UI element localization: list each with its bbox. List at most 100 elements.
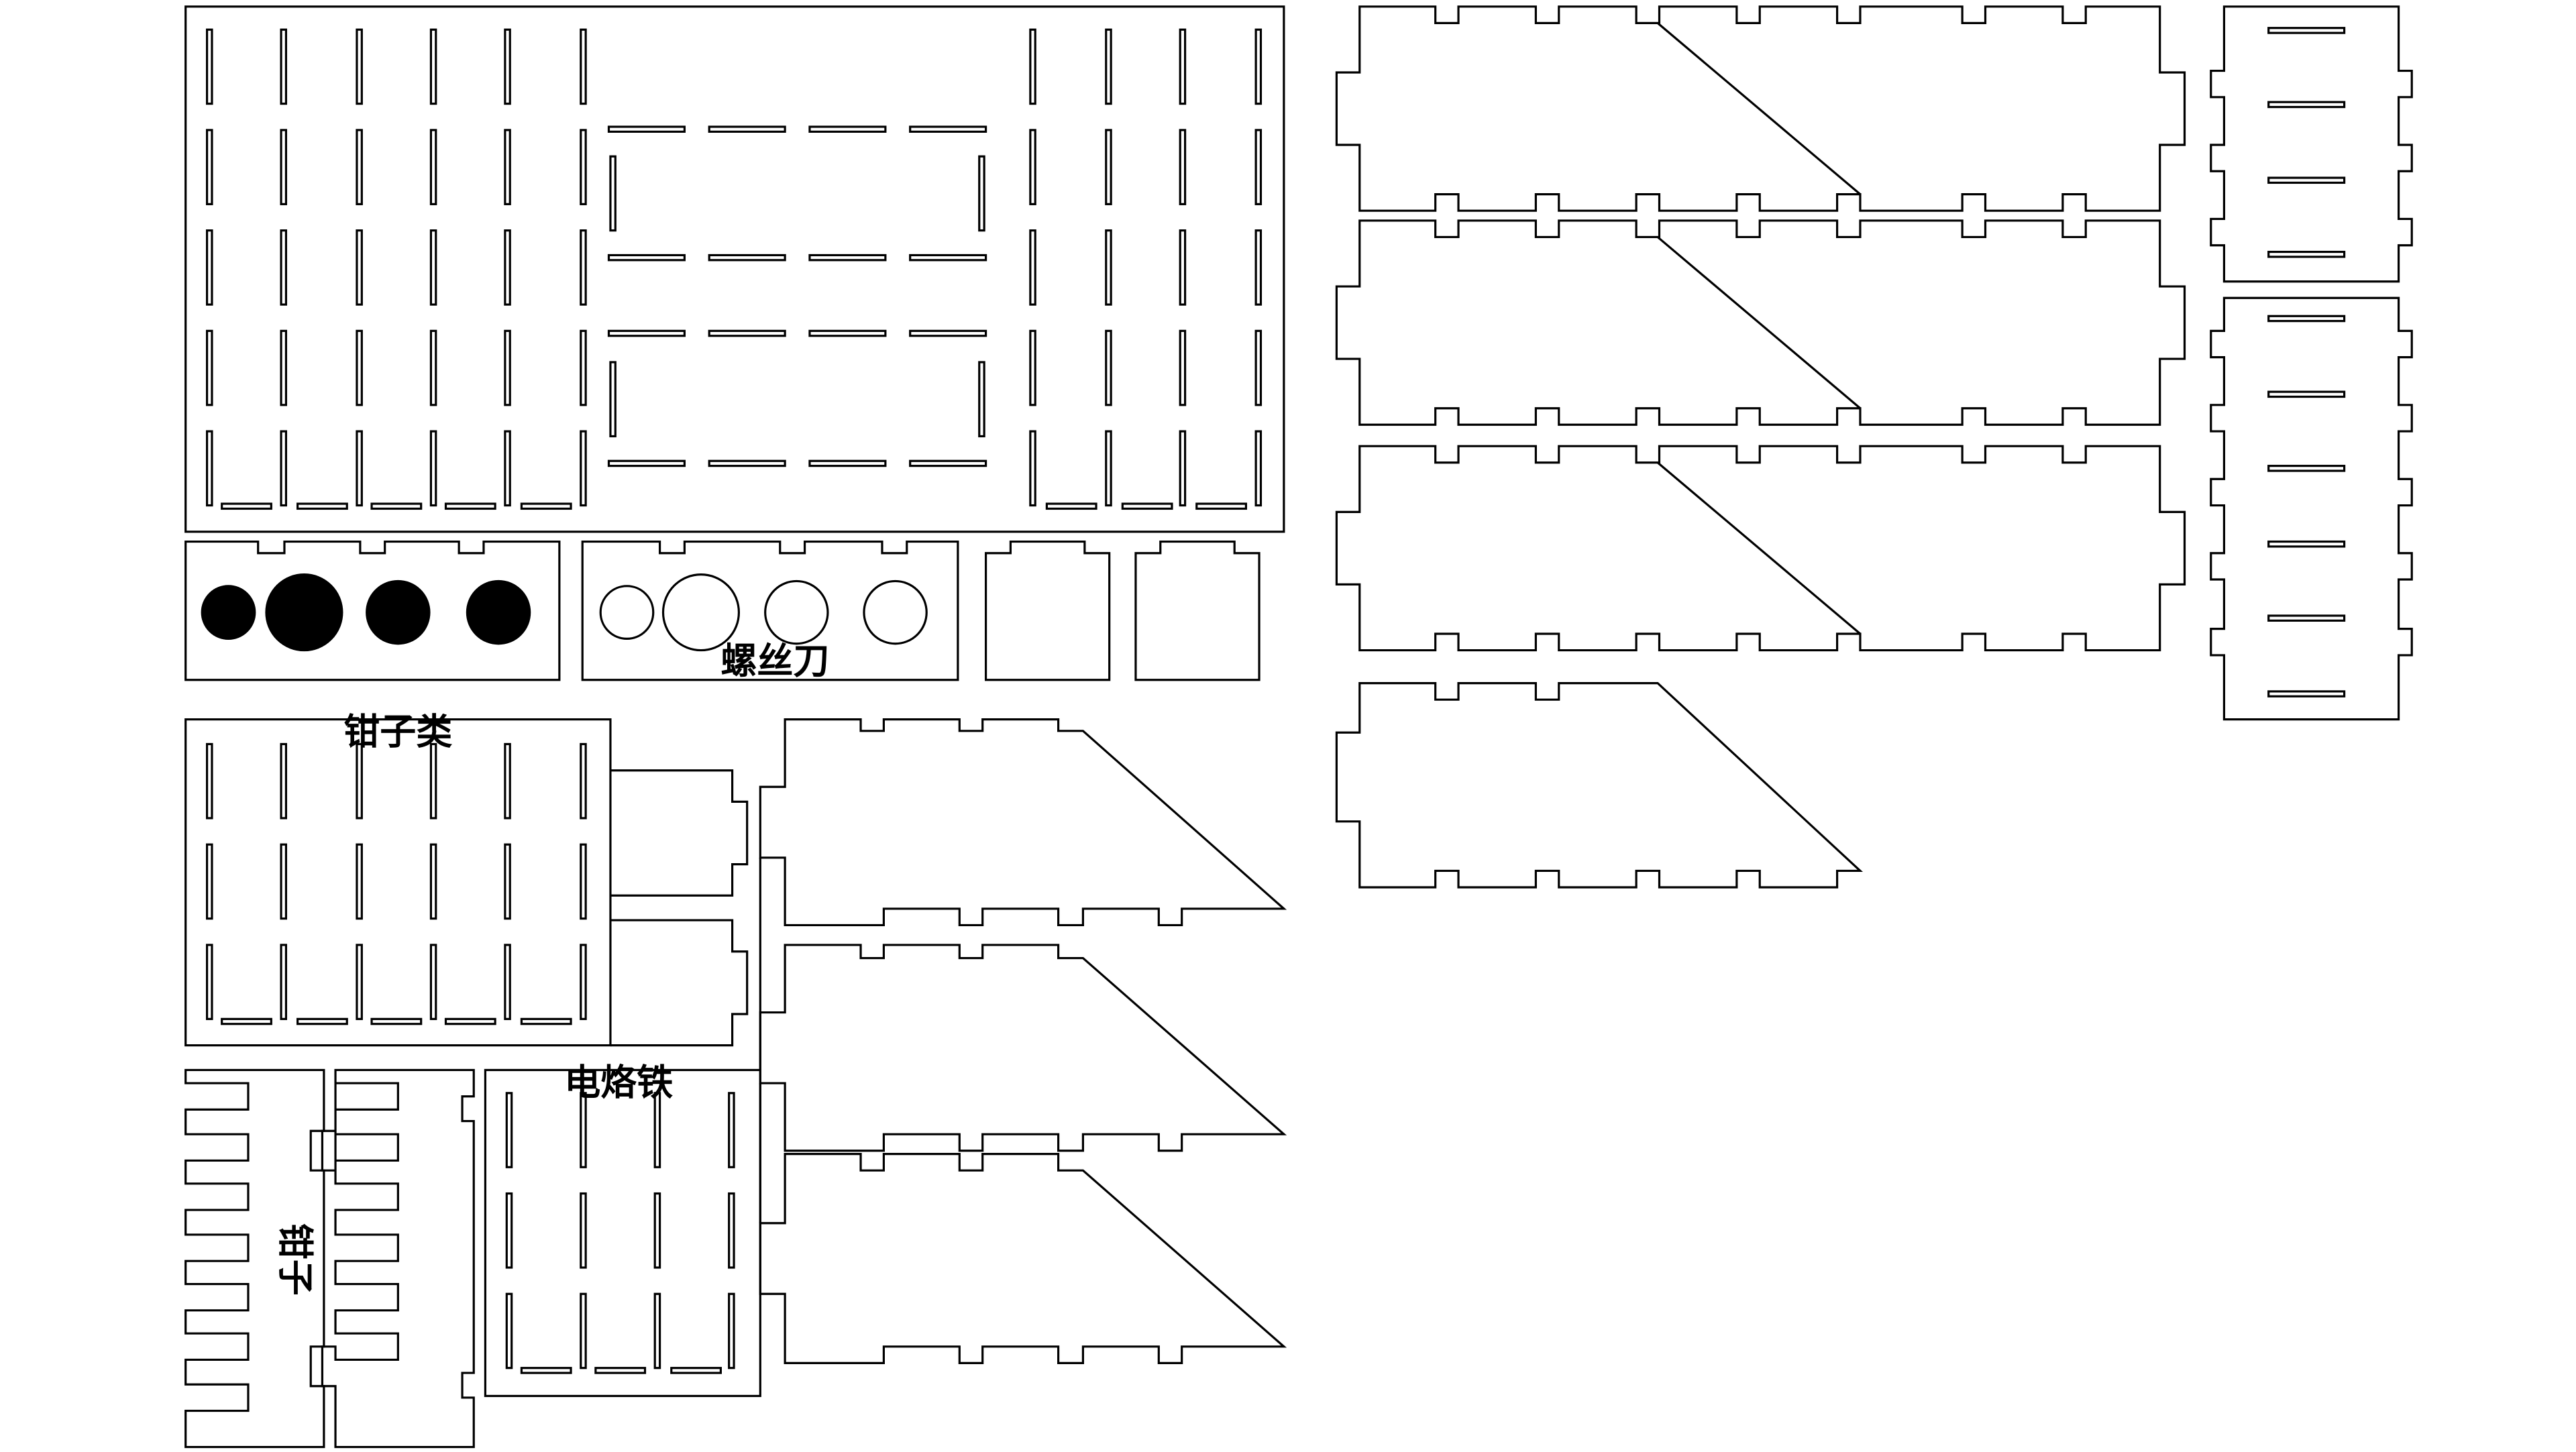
screwdriver-label: 螺丝刀 [720, 640, 829, 682]
horizontal-slot [2267, 176, 2346, 184]
vertical-slot [1105, 329, 1112, 406]
main-panel-center-slots [607, 125, 987, 467]
horizontal-slot [444, 502, 496, 510]
vertical-slot [205, 229, 213, 306]
right-panel-tall-slots [2267, 315, 2346, 697]
tapered-piece-2 [759, 944, 1287, 1152]
vertical-slot [429, 129, 437, 205]
long-piece-outline [1335, 219, 2186, 426]
vertical-slot [505, 1192, 513, 1269]
horizontal-slot [808, 329, 887, 337]
vertical-slot [356, 944, 363, 1020]
screwdriver-panel-outline [581, 540, 959, 681]
solid-hole-panel-outline [184, 540, 561, 681]
vertical-slot [280, 129, 288, 205]
vertical-slot [1254, 229, 1263, 306]
pliers-label: 钳子 [274, 1223, 316, 1296]
vertical-slot [205, 129, 213, 205]
vertical-slot [356, 742, 363, 820]
long-piece-outline [1335, 682, 1864, 889]
horizontal-slot [670, 1367, 722, 1374]
horizontal-slot [520, 502, 572, 510]
vertical-slot [356, 329, 363, 406]
vertical-slot [429, 28, 437, 105]
horizontal-slot [370, 1017, 423, 1025]
screwdriver-panel: 螺丝刀 [581, 540, 959, 682]
vertical-slot [1029, 28, 1036, 105]
horizontal-slot [909, 125, 987, 133]
hole-open-3 [764, 579, 829, 645]
vertical-slot [205, 28, 213, 105]
horizontal-slot [808, 125, 887, 133]
horizontal-slot [2267, 101, 2346, 109]
diagonal-cut-line [1657, 461, 1861, 635]
diagonal-cut-line [1657, 22, 1861, 195]
comb-piece-left [184, 1068, 325, 1449]
vertical-slot [1254, 129, 1263, 205]
vertical-slot [429, 843, 437, 920]
horizontal-slot [1121, 502, 1173, 510]
horizontal-slot [1045, 502, 1097, 510]
vertical-slot [1105, 129, 1112, 205]
small-block-2 [1134, 540, 1260, 681]
horizontal-slot [296, 502, 348, 510]
horizontal-slot [520, 1017, 572, 1025]
horizontal-slot [221, 1017, 272, 1025]
vertical-slot [504, 229, 511, 306]
vertical-slot [504, 129, 511, 205]
small-block-1 [984, 540, 1111, 681]
vertical-slot [653, 1092, 661, 1168]
horizontal-slot [607, 254, 686, 262]
vertical-slot [505, 1292, 513, 1370]
horizontal-slot [2267, 690, 2346, 697]
main-panel-outline [184, 5, 1285, 533]
vertical-slot [504, 742, 511, 820]
vertical-slot [429, 229, 437, 306]
tapered-piece-1 [759, 718, 1287, 927]
vertical-slot [580, 329, 587, 406]
main-panel-left-slots [205, 28, 587, 510]
vertical-slot [205, 742, 213, 820]
pliers-group-slots [205, 742, 587, 1025]
vertical-slot [978, 361, 985, 438]
right-panel-small-slots [2267, 27, 2346, 258]
hole-filled-2 [265, 573, 343, 652]
soldering-iron-panel: 电烙铁 [484, 1061, 761, 1398]
hole-filled-4 [466, 579, 531, 645]
horizontal-slot [607, 459, 686, 467]
comb-piece-right [321, 1068, 475, 1449]
vertical-slot [580, 129, 587, 205]
vertical-slot [356, 229, 363, 306]
horizontal-slot [607, 125, 686, 133]
vertical-slot [429, 430, 437, 507]
horizontal-slot [808, 254, 887, 262]
vertical-slot [1254, 329, 1263, 406]
vertical-slot [429, 742, 437, 820]
hole-filled-1 [201, 585, 256, 640]
horizontal-slot [594, 1367, 647, 1374]
right-panel-small [2210, 5, 2413, 283]
vertical-slot [280, 229, 288, 306]
horizontal-slot [708, 254, 786, 262]
connector-piece-1 [610, 769, 749, 897]
vertical-slot [1029, 129, 1036, 205]
vertical-slot [1105, 28, 1112, 105]
long-piece-outline [1335, 445, 2186, 652]
soldering-iron-outline [484, 1068, 761, 1398]
pliers-group-panel: 钳子类 [184, 710, 612, 1047]
horizontal-slot [2267, 315, 2346, 323]
horizontal-slot [370, 502, 423, 510]
horizontal-slot [708, 125, 786, 133]
hole-open-1 [599, 585, 655, 640]
vertical-slot [580, 944, 587, 1020]
soldering-iron-slots [505, 1092, 735, 1374]
vertical-slot [728, 1292, 735, 1370]
vertical-slot [580, 430, 587, 507]
vertical-slot [580, 742, 587, 820]
vertical-slot [356, 843, 363, 920]
vertical-slot [205, 430, 213, 507]
long-side-pieces [1335, 5, 2186, 889]
vertical-slot [280, 843, 288, 920]
